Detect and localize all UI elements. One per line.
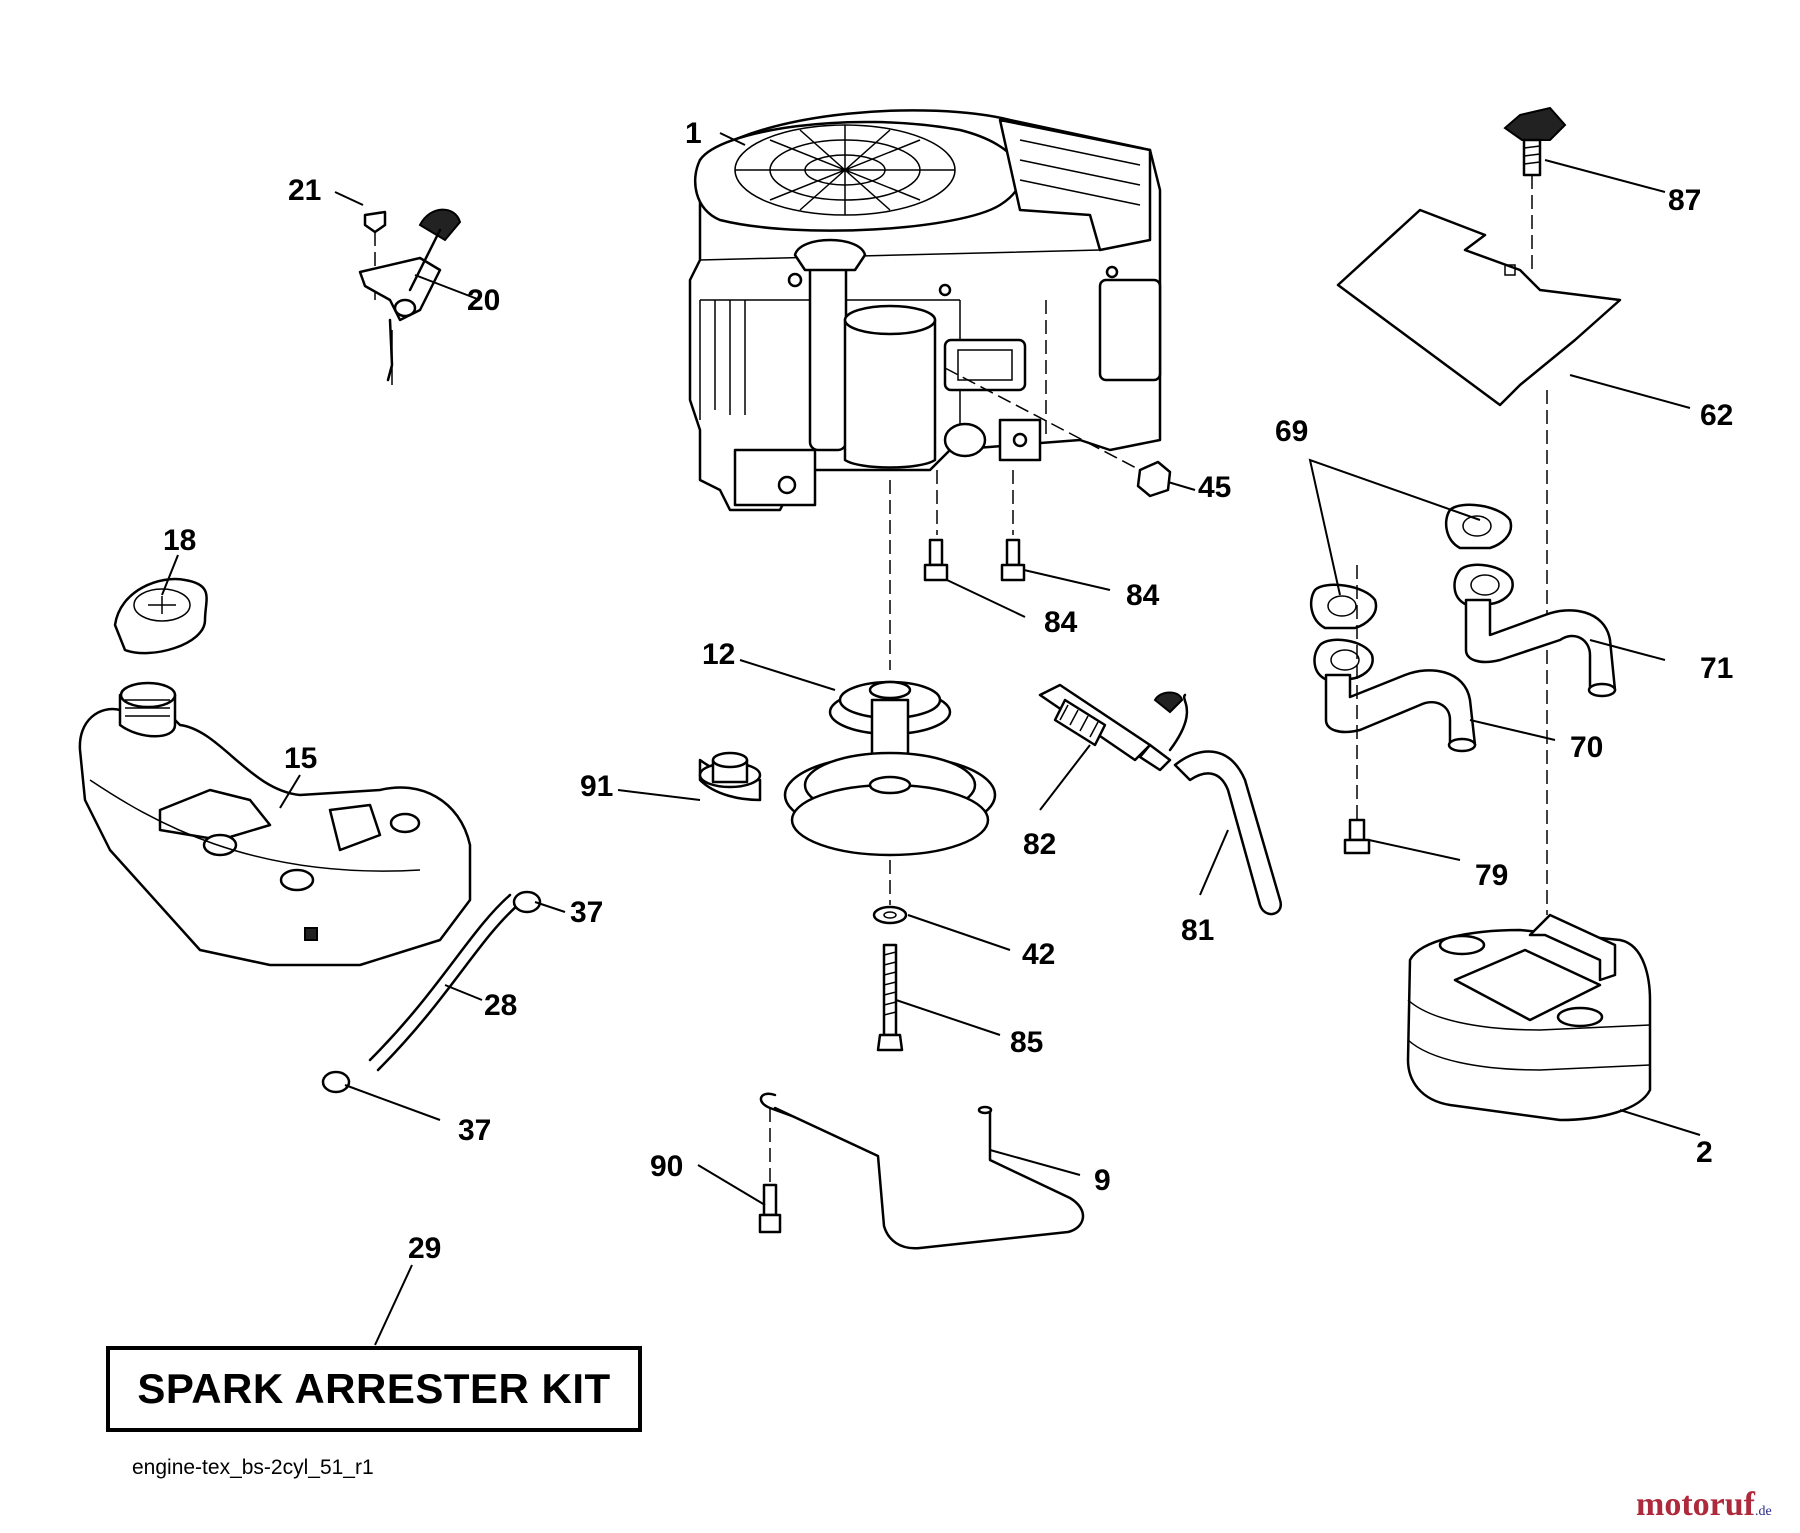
label-18: 18: [163, 524, 196, 557]
label-45: 45: [1198, 471, 1231, 504]
label-20: 20: [467, 284, 500, 317]
label-69: 69: [1275, 415, 1308, 448]
label-87: 87: [1668, 184, 1701, 217]
fuel-line-drawing: [321, 890, 542, 1094]
label-70: 70: [1570, 731, 1603, 764]
label-82: 82: [1023, 828, 1056, 861]
baffle-62-drawing: [1336, 106, 1622, 407]
label-91: 91: [580, 770, 613, 803]
label-62: 62: [1700, 399, 1733, 432]
label-37-lower: 37: [458, 1114, 491, 1147]
label-2: 2: [1696, 1136, 1713, 1169]
diagram-code: engine-tex_bs-2cyl_51_r1: [132, 1456, 374, 1479]
label-37-upper: 37: [570, 896, 603, 929]
exhaust-drawing: [1309, 503, 1617, 855]
label-85: 85: [1010, 1026, 1043, 1059]
label-9: 9: [1094, 1164, 1111, 1197]
fuel-cap-drawing: [113, 577, 208, 655]
fuel-filter-drawing: [1038, 683, 1189, 772]
spark-arrester-kit-box: SPARK ARRESTER KIT: [106, 1346, 642, 1432]
label-1: 1: [685, 117, 702, 150]
watermark-logo: motoruf.de: [1636, 1486, 1772, 1524]
fuel-hose-drawing: [1173, 750, 1283, 916]
throttle-control-drawing: [358, 208, 462, 385]
fuel-tank-drawing: [78, 681, 472, 967]
label-84-right: 84: [1126, 579, 1160, 612]
rod-9-drawing: [758, 1092, 1085, 1250]
label-12: 12: [702, 638, 735, 671]
label-29: 29: [408, 1232, 441, 1265]
nut-45-drawing: [1136, 460, 1172, 498]
spark-arrester-kit-title: SPARK ARRESTER KIT: [137, 1365, 611, 1412]
engine-drawing: [688, 109, 1162, 512]
muffler-drawing: [1406, 913, 1652, 1122]
label-42: 42: [1022, 938, 1055, 971]
nut-45-axis: [944, 367, 1141, 471]
watermark-suffix: .de: [1754, 1504, 1772, 1519]
part-labels: 1 20 21 18 15 37 28 37 29 12 91 42 85 84…: [163, 117, 1733, 1265]
label-21: 21: [288, 174, 321, 207]
label-90: 90: [650, 1150, 683, 1183]
label-84-left: 84: [1044, 606, 1078, 639]
label-15: 15: [284, 742, 317, 775]
label-71: 71: [1700, 652, 1733, 685]
leader-lines: [161, 132, 1701, 1346]
label-81: 81: [1181, 914, 1214, 947]
label-28: 28: [484, 989, 517, 1022]
pulley-drawing: [698, 680, 997, 1052]
watermark-text: motoruf: [1636, 1486, 1755, 1523]
label-79: 79: [1475, 859, 1508, 892]
bolts-84-drawing: [923, 538, 1026, 582]
